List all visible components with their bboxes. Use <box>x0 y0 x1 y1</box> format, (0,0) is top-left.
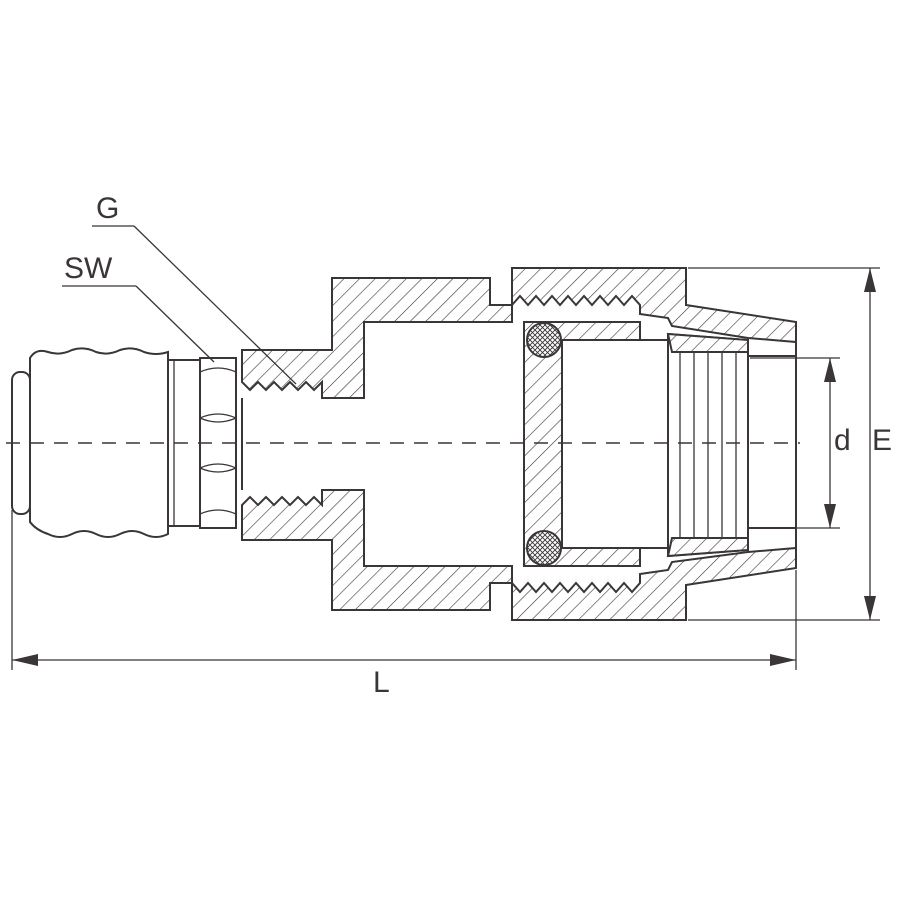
grip-ring <box>666 332 749 558</box>
dimension-d <box>750 357 840 529</box>
label-sw: SW <box>64 252 113 285</box>
leader-sw <box>62 285 215 363</box>
adapter-body <box>241 277 513 611</box>
dimension-l <box>11 510 797 670</box>
dimension-e <box>688 267 880 621</box>
leader-g <box>92 225 297 385</box>
quick-coupler <box>11 347 201 538</box>
o-ring-bottom <box>526 530 562 566</box>
inner-sleeve <box>523 321 669 567</box>
label-l: L <box>373 666 390 699</box>
o-ring-top <box>526 322 562 358</box>
label-g: G <box>96 192 119 225</box>
compression-nut <box>511 267 797 621</box>
label-d: d <box>834 424 851 457</box>
label-e: E <box>872 424 892 457</box>
